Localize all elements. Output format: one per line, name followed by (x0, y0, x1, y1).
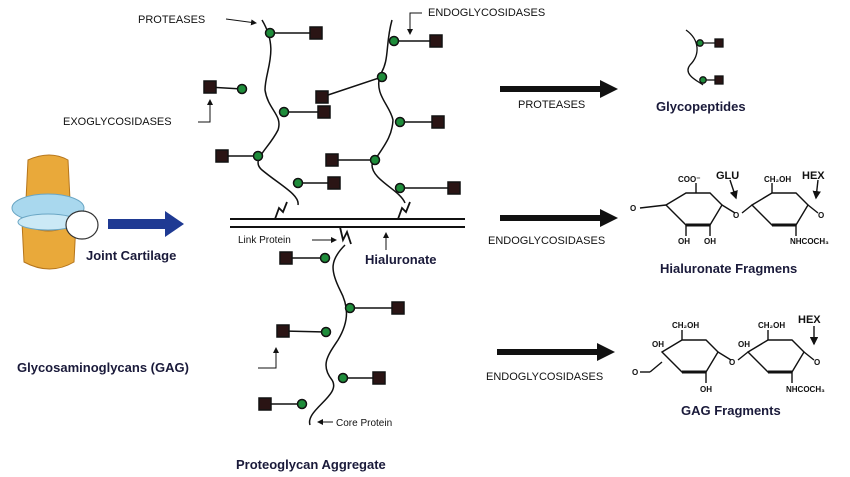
reaction-2-product: Hialuronate Fragmens (660, 261, 797, 276)
link-protein-label: Link Protein (238, 235, 291, 246)
reaction-2-enzyme: ENDOGLYCOSIDASES (488, 235, 605, 247)
hialuronate-label: Hialuronate (365, 252, 437, 267)
hialuronate-structure-icon (639, 179, 821, 236)
oh-a-label: OH (678, 237, 690, 246)
oh-e-label: OH (700, 385, 712, 394)
hialuronate-backbone (230, 201, 465, 245)
core-protein-label: Core Protein (336, 418, 392, 429)
coo-label: COO⁻ (678, 175, 700, 184)
reaction-1-enzyme: PROTEASES (518, 99, 585, 111)
ch2oh-c-label: CH₂OH (758, 321, 785, 330)
gag-chains (203, 26, 461, 411)
cartilage-arrow-icon (108, 211, 184, 237)
hex-2-label: HEX (798, 314, 821, 326)
oh-b-label: OH (704, 237, 716, 246)
proteases-pointer-icon (225, 18, 257, 26)
glu-label: GLU (716, 170, 739, 182)
hex-1-label: HEX (802, 170, 825, 182)
o-left-label: O (630, 204, 636, 213)
nhcoch3-b-label: NHCOCH₃ (786, 385, 825, 394)
exoglycosidases-pointer-icon (198, 99, 213, 123)
reaction-3-enzyme: ENDOGLYCOSIDASES (486, 371, 603, 383)
o-mid-label: O (733, 211, 739, 220)
endoglycosidases-pointer-icon (407, 12, 422, 35)
ch2oh-a-label: CH₂OH (764, 175, 791, 184)
joint-cartilage-label: Joint Cartilage (86, 248, 176, 263)
oh-d-label: OH (738, 340, 750, 349)
reaction-1-product: Glycopeptides (656, 99, 746, 114)
endoglycosidases-top-label: ENDOGLYCOSIDASES (428, 7, 545, 19)
exoglycosidases-label: EXOGLYCOSIDASES (63, 116, 172, 128)
o-gag-left-label: O (632, 368, 638, 377)
glycopeptide-fragment-icon (685, 29, 724, 86)
o-gag-right-label: O (814, 358, 820, 367)
o-right-label: O (818, 211, 824, 220)
core-protein-chains (257, 19, 406, 426)
gag-structure-icon (640, 326, 819, 383)
gag-label: Glycosaminoglycans (GAG) (17, 360, 189, 375)
oh-c-label: OH (652, 340, 664, 349)
reaction-arrows (497, 80, 618, 361)
nhcoch3-a-label: NHCOCH₃ (790, 237, 829, 246)
ch2oh-b-label: CH₂OH (672, 321, 699, 330)
proteases-top-label: PROTEASES (138, 14, 205, 26)
o-gag-mid-label: O (729, 358, 735, 367)
aggregate-title: Proteoglycan Aggregate (236, 457, 386, 472)
reaction-3-product: GAG Fragments (681, 403, 781, 418)
gag-pointer-icon (258, 347, 279, 369)
joint-cartilage-icon (11, 154, 99, 270)
